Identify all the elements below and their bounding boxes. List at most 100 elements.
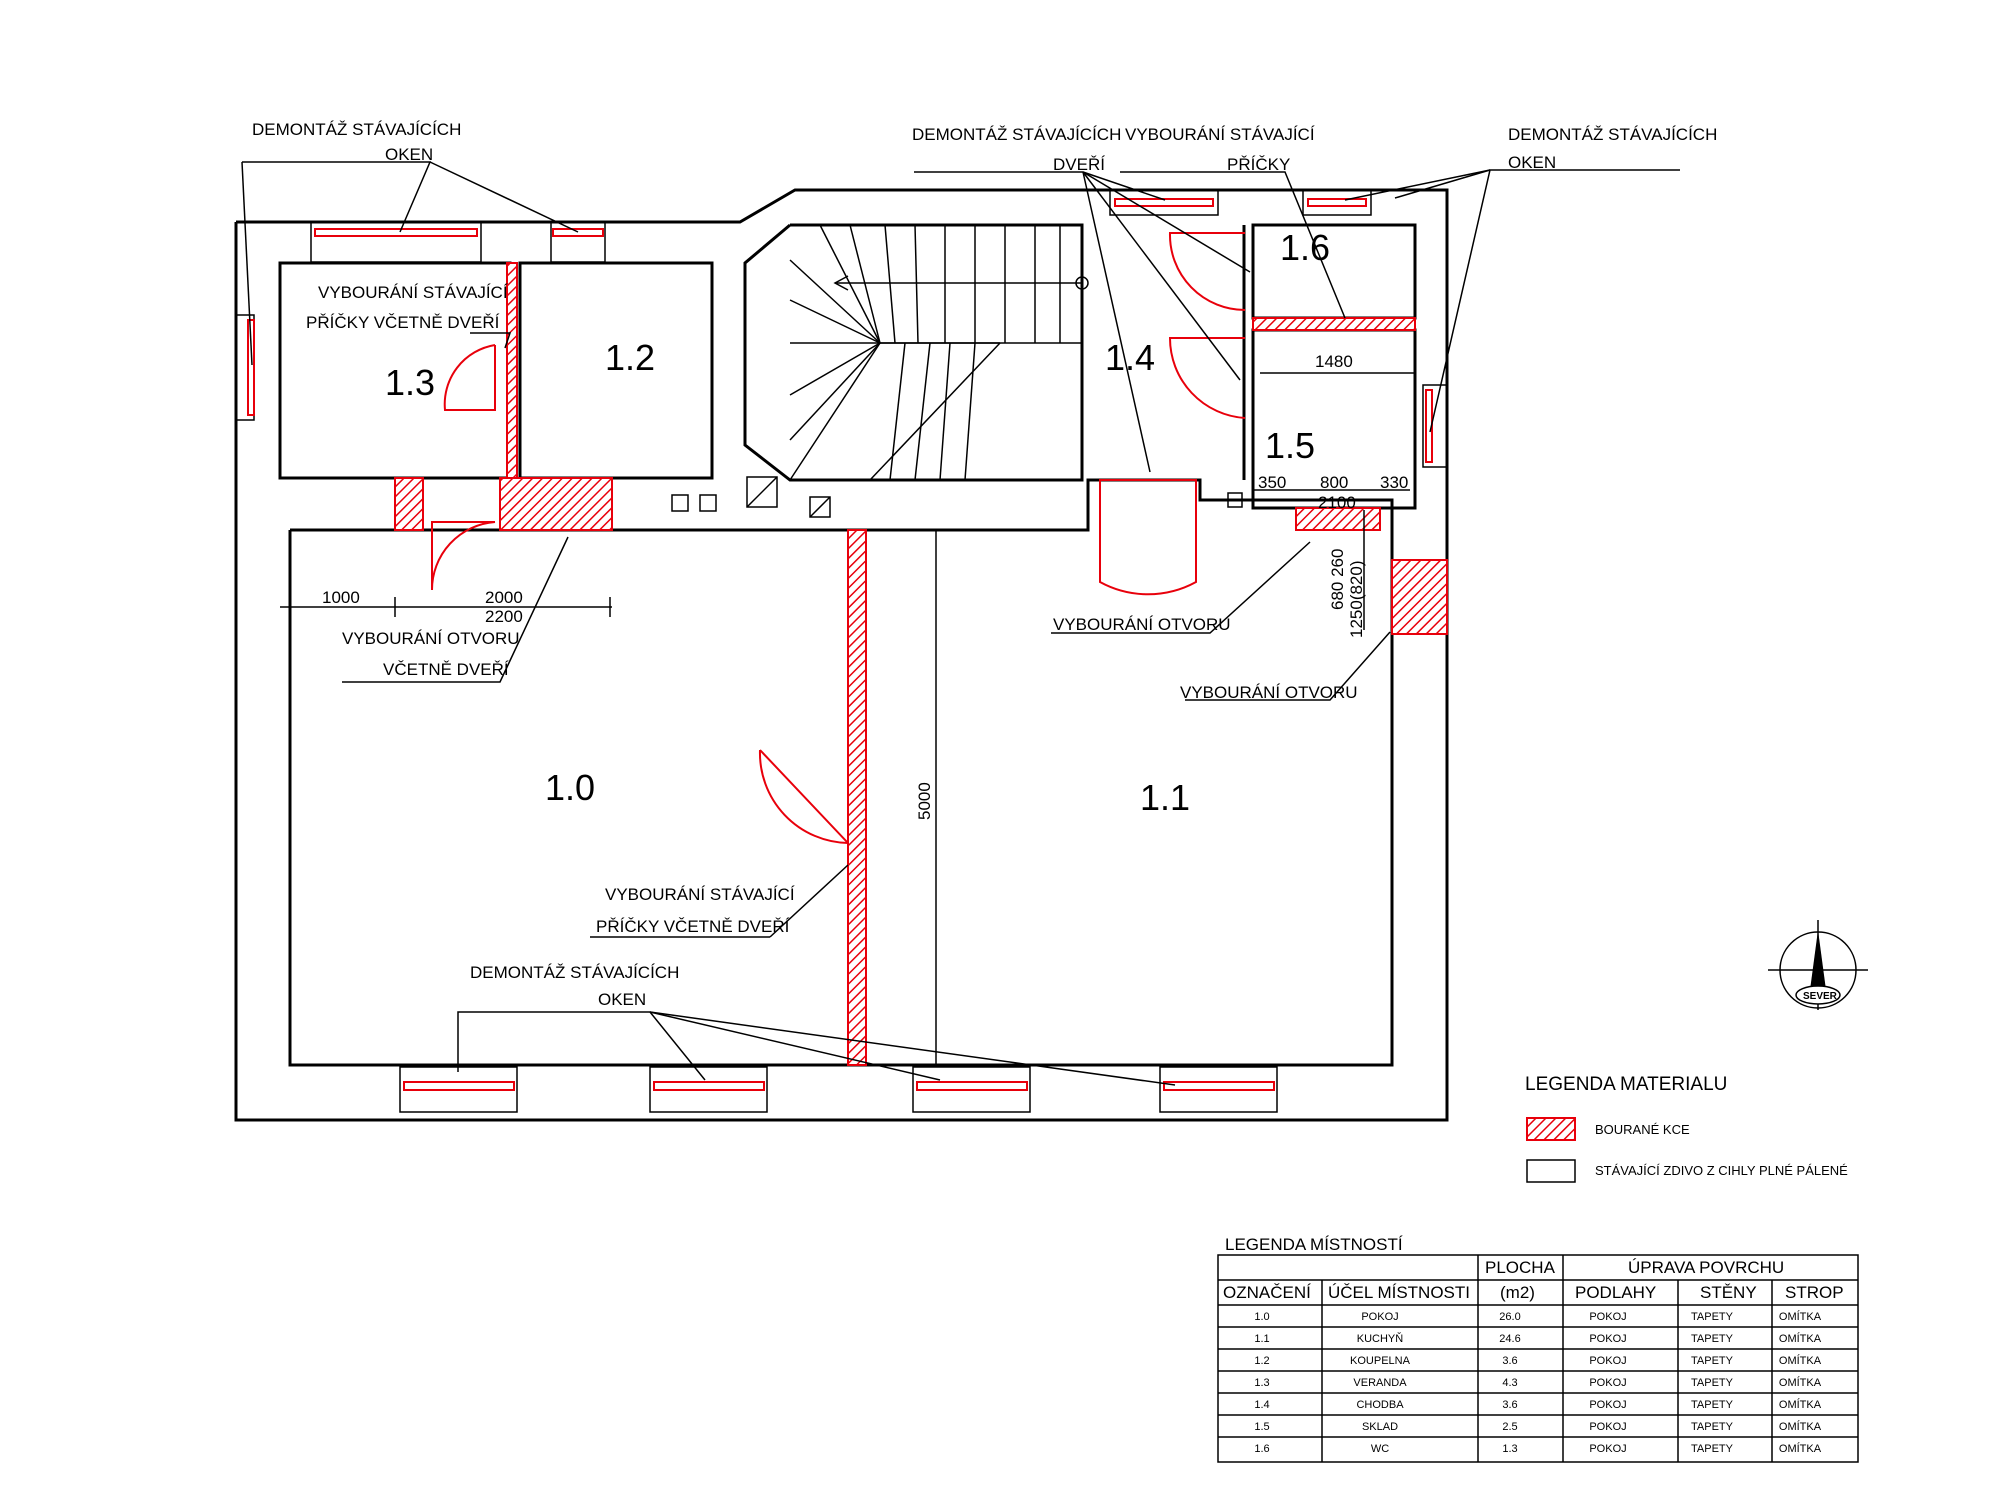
room-label-1-6: 1.6: [1280, 227, 1330, 268]
table-cell: TAPETY: [1691, 1399, 1734, 1411]
table-cell: KOUPELNA: [1350, 1355, 1411, 1367]
table-cell: 1.3: [1502, 1443, 1517, 1455]
table-cell: OMÍTKA: [1779, 1420, 1822, 1433]
room-label-1-0: 1.0: [545, 767, 595, 808]
table-cell: TAPETY: [1691, 1377, 1734, 1389]
table-col-m2: (m2): [1500, 1283, 1535, 1302]
dim-2200: 2200: [485, 607, 523, 626]
note-windows-top-left-1: DEMONTÁŽ STÁVAJÍCÍCH: [252, 120, 461, 139]
table-cell: OMÍTKA: [1779, 1332, 1822, 1345]
dim-330: 330: [1380, 473, 1408, 492]
note-partition-top-1: VYBOURÁNÍ STÁVAJÍCÍ: [1125, 125, 1315, 144]
note-partition-doors-mid-1: VYBOURÁNÍ STÁVAJÍCÍ: [605, 885, 795, 904]
ducts: [671, 476, 1243, 518]
legend-material-title: LEGENDA MATERIALU: [1525, 1074, 1727, 1095]
table-cell: 1.5: [1254, 1421, 1269, 1433]
table-cell: POKOJ: [1589, 1443, 1626, 1455]
table-header-plocha: PLOCHA: [1485, 1258, 1556, 1277]
legend-swatch-demolished: [1526, 1117, 1576, 1141]
note-windows-bottom-2: OKEN: [598, 990, 646, 1009]
table-cell: 26.0: [1499, 1311, 1520, 1323]
north-arrow: SEVER: [1768, 920, 1868, 1010]
table-cell: 2.5: [1502, 1421, 1517, 1433]
room-table-title: LEGENDA MÍSTNOSTÍ: [1225, 1235, 1403, 1254]
note-windows-top-right-2: OKEN: [1508, 153, 1556, 172]
note-partition-doors-mid-2: PŘÍČKY VČETNĚ DVEŘÍ: [596, 917, 790, 936]
dim-2000: 2000: [485, 588, 523, 607]
table-cell: OMÍTKA: [1779, 1442, 1822, 1455]
compass-label: SEVER: [1803, 991, 1838, 1002]
dim-2100: 2100: [1318, 493, 1356, 512]
table-cell: 3.6: [1502, 1355, 1517, 1367]
table-col-podlahy: PODLAHY: [1575, 1283, 1656, 1302]
dim-350: 350: [1258, 473, 1286, 492]
table-cell: TAPETY: [1691, 1333, 1734, 1345]
table-cell: 1.3: [1254, 1377, 1269, 1389]
table-cell: 24.6: [1499, 1333, 1520, 1345]
table-cell: 1.1: [1254, 1333, 1269, 1345]
table-cell: VERANDA: [1353, 1377, 1407, 1389]
doors: [430, 232, 1246, 846]
note-windows-bottom-1: DEMONTÁŽ STÁVAJÍCÍCH: [470, 963, 679, 982]
note-opening-center: VYBOURÁNÍ OTVORU: [1053, 615, 1231, 634]
table-cell: 3.6: [1502, 1399, 1517, 1411]
note-partition-doors-13-1: VYBOURÁNÍ STÁVAJÍCÍ: [318, 283, 508, 302]
room-label-1-3: 1.3: [385, 362, 435, 403]
room-label-1-1: 1.1: [1140, 777, 1190, 818]
table-cell: 1.6: [1254, 1443, 1269, 1455]
table-cell: TAPETY: [1691, 1355, 1734, 1367]
leader-lines: [241, 161, 1680, 1086]
dim-5000: 5000: [915, 782, 934, 820]
room-label-1-2: 1.2: [605, 337, 655, 378]
table-cell: KUCHYŇ: [1357, 1332, 1404, 1345]
legend-item-existing: STÁVAJÍCÍ ZDIVO Z CIHLY PLNÉ PÁLENÉ: [1595, 1163, 1848, 1178]
table-cell: TAPETY: [1691, 1421, 1734, 1433]
table-cell: OMÍTKA: [1779, 1398, 1822, 1411]
note-doors-top-2: DVEŘÍ: [1053, 155, 1105, 174]
table-cell: 1.0: [1254, 1311, 1269, 1323]
dimension-lines: [280, 372, 1415, 1065]
table-col-steny: STĚNY: [1700, 1283, 1757, 1302]
dim-1480: 1480: [1315, 352, 1353, 371]
table-cell: POKOJ: [1589, 1355, 1626, 1367]
table-cell: POKOJ: [1589, 1333, 1626, 1345]
room-label-1-5: 1.5: [1265, 425, 1315, 466]
table-cell: OMÍTKA: [1779, 1376, 1822, 1389]
dim-800: 800: [1320, 473, 1348, 492]
legend-item-demolished: BOURANÉ KCE: [1595, 1122, 1690, 1137]
table-col-oznaceni: OZNAČENÍ: [1223, 1283, 1311, 1302]
table-cell: POKOJ: [1589, 1421, 1626, 1433]
demolished-structures: [394, 262, 1448, 1066]
table-cell: CHODBA: [1356, 1399, 1404, 1411]
table-cell: WC: [1371, 1443, 1389, 1455]
table-cell: POKOJ: [1589, 1399, 1626, 1411]
table-cell: TAPETY: [1691, 1443, 1734, 1455]
note-partition-doors-13-2: PŘÍČKY VČETNĚ DVEŘÍ: [306, 313, 500, 332]
room-table: LEGENDA MÍSTNOSTÍ PLOCHA ÚPRAVA POVRCHU …: [1217, 1235, 1859, 1463]
staircase: [789, 224, 1089, 481]
table-cell: 1.2: [1254, 1355, 1269, 1367]
table-cell: OMÍTKA: [1779, 1310, 1822, 1323]
legend-swatch-existing: [1526, 1159, 1576, 1183]
table-header-uprava: ÚPRAVA POVRCHU: [1628, 1258, 1784, 1277]
note-partition-top-2: PŘÍČKY: [1227, 155, 1290, 174]
dim-vertical-stack: 680 260: [1328, 549, 1347, 610]
table-col-ucel: ÚČEL MÍSTNOSTI: [1328, 1283, 1470, 1302]
note-opening-right: VYBOURÁNÍ OTVORU: [1180, 683, 1358, 702]
dim-vertical-stack-2: 1250(820): [1347, 560, 1366, 638]
table-cell: SKLAD: [1362, 1421, 1398, 1433]
note-windows-top-left-2: OKEN: [385, 145, 433, 164]
note-opening-doors-1: VYBOURÁNÍ OTVORU: [342, 629, 520, 648]
table-cell: 1.4: [1254, 1399, 1269, 1411]
table-cell: OMÍTKA: [1779, 1354, 1822, 1367]
table-cell: POKOJ: [1589, 1377, 1626, 1389]
table-cell: POKOJ: [1361, 1311, 1398, 1323]
note-doors-top-1: DEMONTÁŽ STÁVAJÍCÍCH: [912, 125, 1121, 144]
room-label-1-4: 1.4: [1105, 337, 1155, 378]
table-col-strop: STROP: [1785, 1283, 1844, 1302]
note-opening-doors-2: VČETNĚ DVEŘÍ: [383, 660, 509, 679]
table-cell: 4.3: [1502, 1377, 1517, 1389]
dim-1000: 1000: [322, 588, 360, 607]
